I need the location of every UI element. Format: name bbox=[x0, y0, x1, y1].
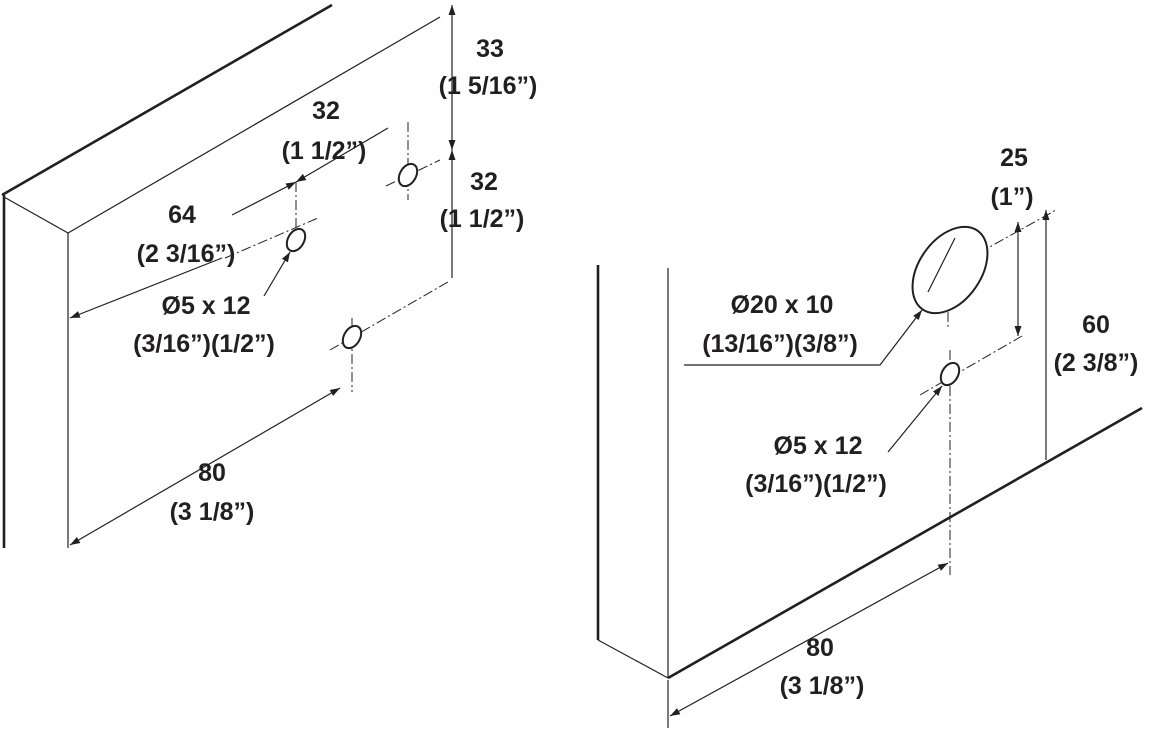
label-60-imperial: (2 3/8”) bbox=[1054, 349, 1139, 377]
large-hole bbox=[911, 225, 989, 315]
left-panel-outline bbox=[1, 3, 441, 548]
hole-upper-right bbox=[397, 162, 419, 188]
small-hole bbox=[939, 361, 961, 387]
right-labels: 25 (1”) 60 (2 3/8”) Ø20 x 10 (13/16”)(3/… bbox=[702, 144, 1138, 700]
label-25-imperial: (1”) bbox=[990, 183, 1033, 211]
label-large-hole-spec-imperial: (13/16”)(3/8”) bbox=[702, 330, 858, 358]
right-holes bbox=[911, 225, 989, 387]
left-holes bbox=[285, 162, 419, 350]
label-33-imperial: (1 5/16”) bbox=[439, 72, 538, 100]
label-32-h: 32 bbox=[312, 97, 340, 125]
label-32-v-imperial: (1 1/2”) bbox=[440, 205, 525, 233]
hole-upper-left bbox=[285, 227, 307, 253]
label-small-hole-spec: Ø5 x 12 bbox=[774, 432, 863, 460]
label-64-imperial: (2 3/16”) bbox=[137, 240, 236, 268]
label-80-right: 80 bbox=[806, 634, 834, 662]
label-32-v: 32 bbox=[470, 168, 498, 196]
label-64: 64 bbox=[168, 201, 196, 229]
left-labels: 33 (1 5/16”) 32 (1 1/2”) 32 (1 1/2”) 64 … bbox=[133, 35, 537, 526]
label-33: 33 bbox=[476, 35, 504, 63]
left-dimension-lines bbox=[69, 5, 456, 546]
label-60: 60 bbox=[1082, 311, 1110, 339]
label-25: 25 bbox=[1000, 144, 1028, 172]
label-32-h-imperial: (1 1/2”) bbox=[282, 137, 367, 165]
label-80: 80 bbox=[198, 459, 226, 487]
hole-lower bbox=[341, 324, 363, 350]
right-dimension-lines bbox=[667, 210, 1050, 728]
label-80-right-imperial: (3 1/8”) bbox=[780, 672, 865, 700]
label-small-hole-spec-imperial: (3/16”)(1/2”) bbox=[745, 470, 887, 498]
label-hole-spec-imperial: (3/16”)(1/2”) bbox=[133, 330, 275, 358]
label-hole-spec: Ø5 x 12 bbox=[162, 292, 251, 320]
label-80-imperial: (3 1/8”) bbox=[170, 498, 255, 526]
label-large-hole-spec: Ø20 x 10 bbox=[731, 291, 834, 319]
